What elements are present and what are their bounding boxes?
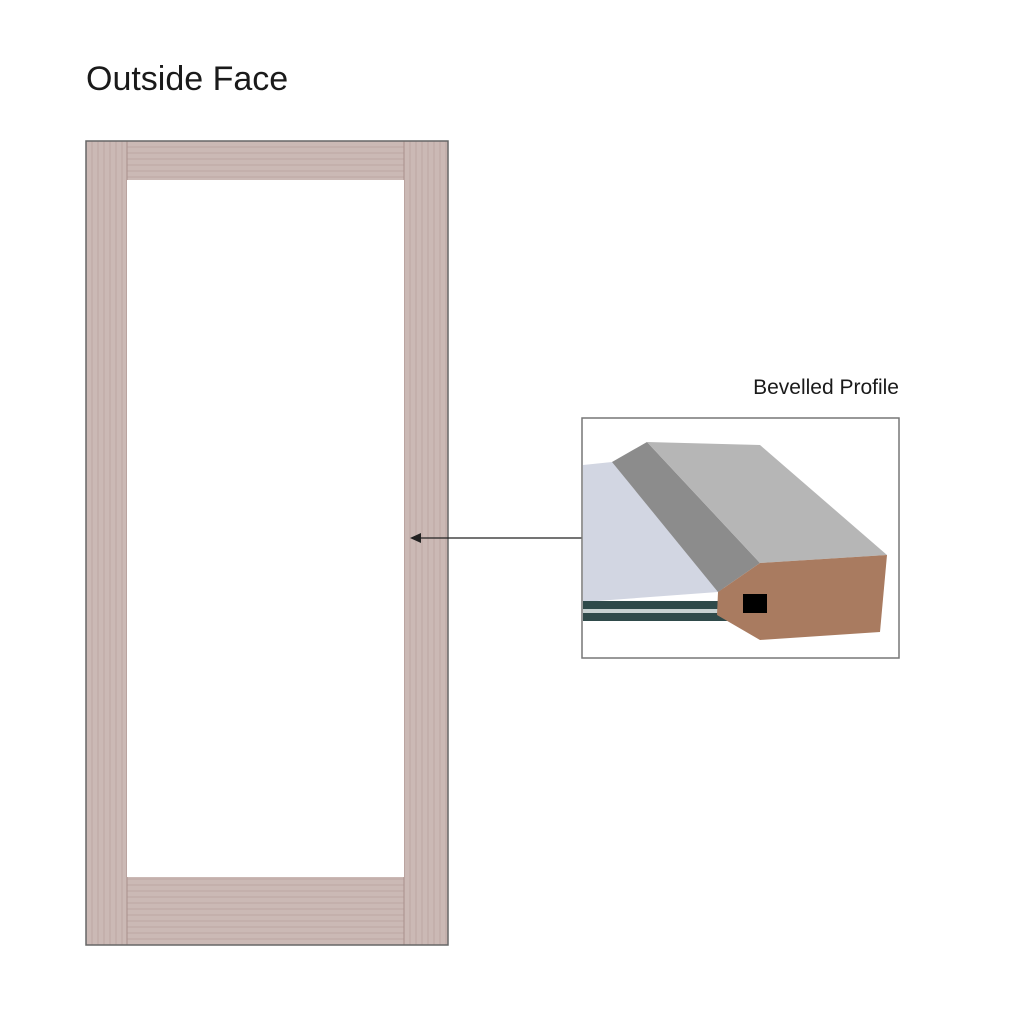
- glass-pane: [583, 462, 718, 602]
- right-stile: [403, 140, 449, 946]
- glass-opening: [127, 180, 404, 877]
- left-stile: [85, 140, 128, 946]
- bevel-face: [612, 442, 760, 592]
- inset-label: Bevelled Profile: [753, 376, 899, 399]
- glass-edge: [583, 601, 745, 609]
- wood-end: [717, 555, 887, 640]
- door-frame: [85, 140, 449, 946]
- bottom-rail: [127, 877, 404, 945]
- page-title: Outside Face: [86, 60, 289, 98]
- top-rail: [127, 141, 404, 180]
- callout-arrow: [410, 533, 582, 543]
- door-outline: [85, 140, 449, 946]
- glazing-cavity: [743, 594, 767, 613]
- top-face: [647, 442, 887, 563]
- bevelled-profile-inset: [581, 417, 900, 659]
